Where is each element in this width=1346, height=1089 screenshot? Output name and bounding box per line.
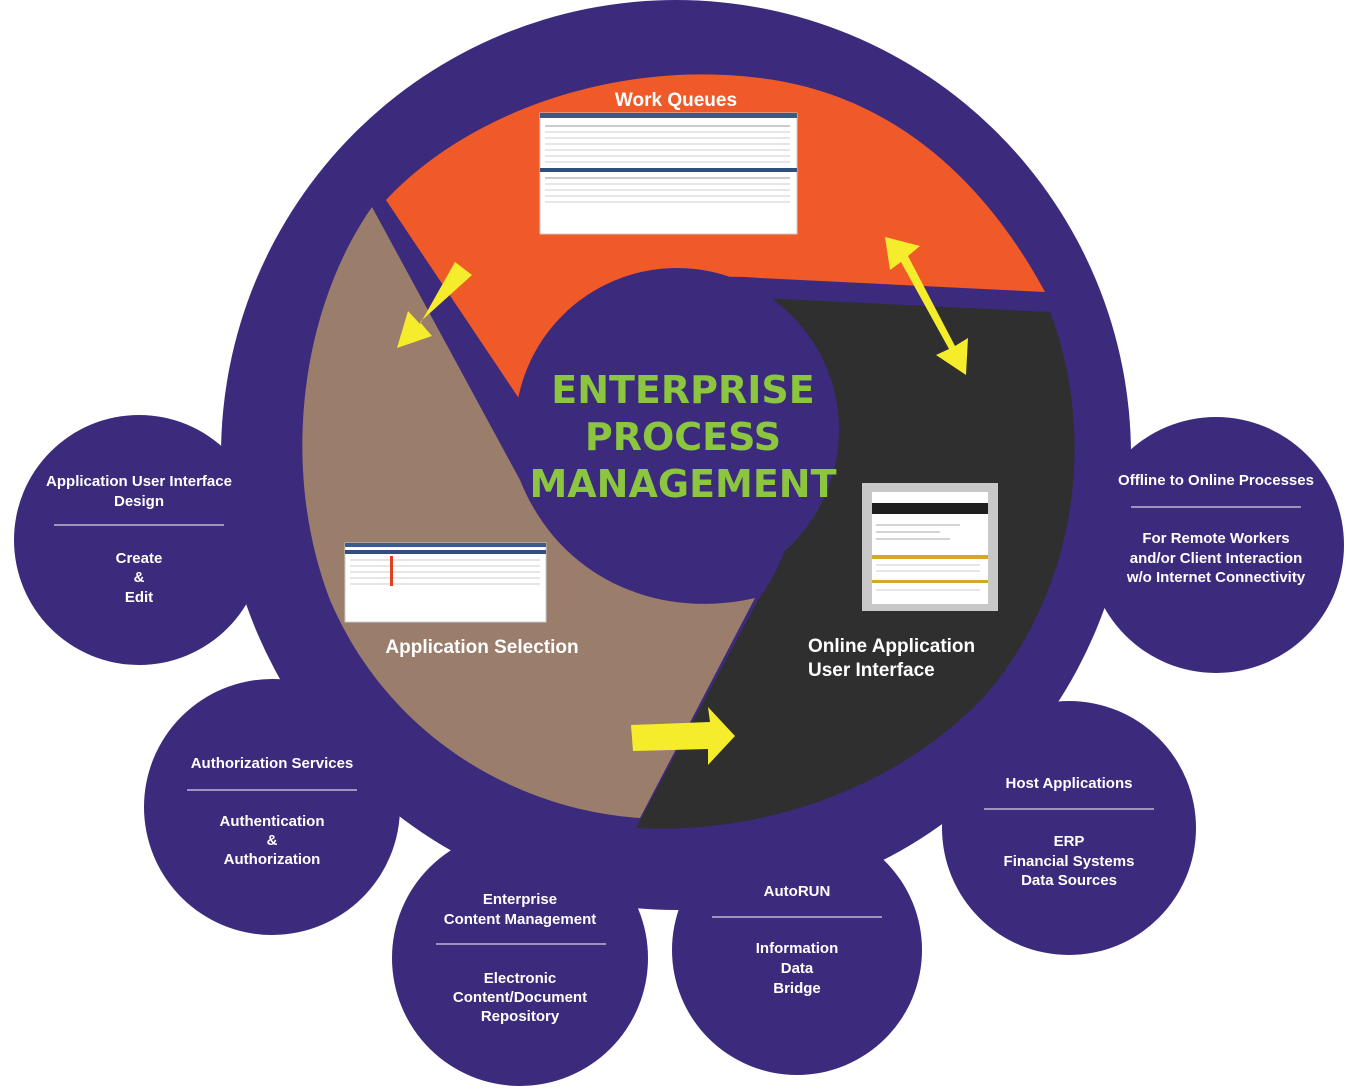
sat-offline-title-1: Offline to Online Processes [1118, 472, 1314, 489]
sat-app-ui-body-3: Edit [125, 589, 153, 606]
sat-ecm-body-1: Electronic [484, 970, 557, 987]
satellite-circle-offline-online [1088, 417, 1344, 673]
sat-offline-body-2: and/or Client Interaction [1130, 550, 1303, 567]
sat-autorun-title-1: AutoRUN [764, 883, 831, 900]
application-selection-label: Application Selection [385, 637, 578, 658]
sat-auth-body-1: Authentication [220, 813, 325, 830]
sat-app-ui-title-2: Design [114, 493, 164, 510]
work-queues-screenshot [539, 112, 798, 235]
sat-app-ui-body-2: & [134, 569, 145, 586]
sat-host-body-1: ERP [1054, 833, 1085, 850]
segment-application-selection [302, 207, 755, 818]
segment-online-ui [636, 298, 1075, 829]
sat-offline-body-1: For Remote Workers [1142, 530, 1289, 547]
sat-auth-title-1: Authorization Services [191, 755, 354, 772]
sat-auth-body-3: Authorization [224, 851, 321, 868]
center-circle [515, 268, 839, 592]
sat-auth-body-2: & [267, 832, 278, 849]
arrow-double-workqueues-online [885, 237, 968, 375]
sat-host-body-3: Data Sources [1021, 872, 1117, 889]
sat-ecm-title-2: Content Management [444, 911, 597, 928]
arrow-workqueues-to-selection [397, 262, 472, 348]
online-ui-screenshot [862, 483, 998, 611]
satellite-circle-app-ui-design [14, 415, 264, 665]
work-queues-label: Work Queues [615, 90, 737, 111]
sat-app-ui-body-1: Create [116, 550, 163, 567]
sat-ecm-title-1: Enterprise [483, 891, 557, 908]
sat-autorun-body-2: Data [781, 960, 814, 977]
sat-app-ui-title-1: Application User Interface [46, 473, 232, 490]
sat-autorun-body-1: Information [756, 940, 839, 957]
sat-offline-body-3: w/o Internet Connectivity [1126, 569, 1306, 586]
sat-ecm-body-2: Content/Document [453, 989, 587, 1006]
sat-host-body-2: Financial Systems [1004, 853, 1135, 870]
sat-ecm-body-3: Repository [481, 1008, 560, 1025]
center-title-line2: PROCESS [585, 415, 781, 459]
sat-autorun-body-3: Bridge [773, 980, 821, 997]
center-title-line1: ENTERPRISE [551, 368, 814, 412]
sat-host-title-1: Host Applications [1006, 775, 1133, 792]
center-title-line3: MANAGEMENT [529, 462, 836, 506]
online-ui-label-line2: User Interface [808, 660, 935, 681]
application-selection-screenshot [344, 542, 547, 623]
arrow-selection-to-online [631, 707, 735, 765]
online-ui-label-line1: Online Application [808, 636, 975, 657]
